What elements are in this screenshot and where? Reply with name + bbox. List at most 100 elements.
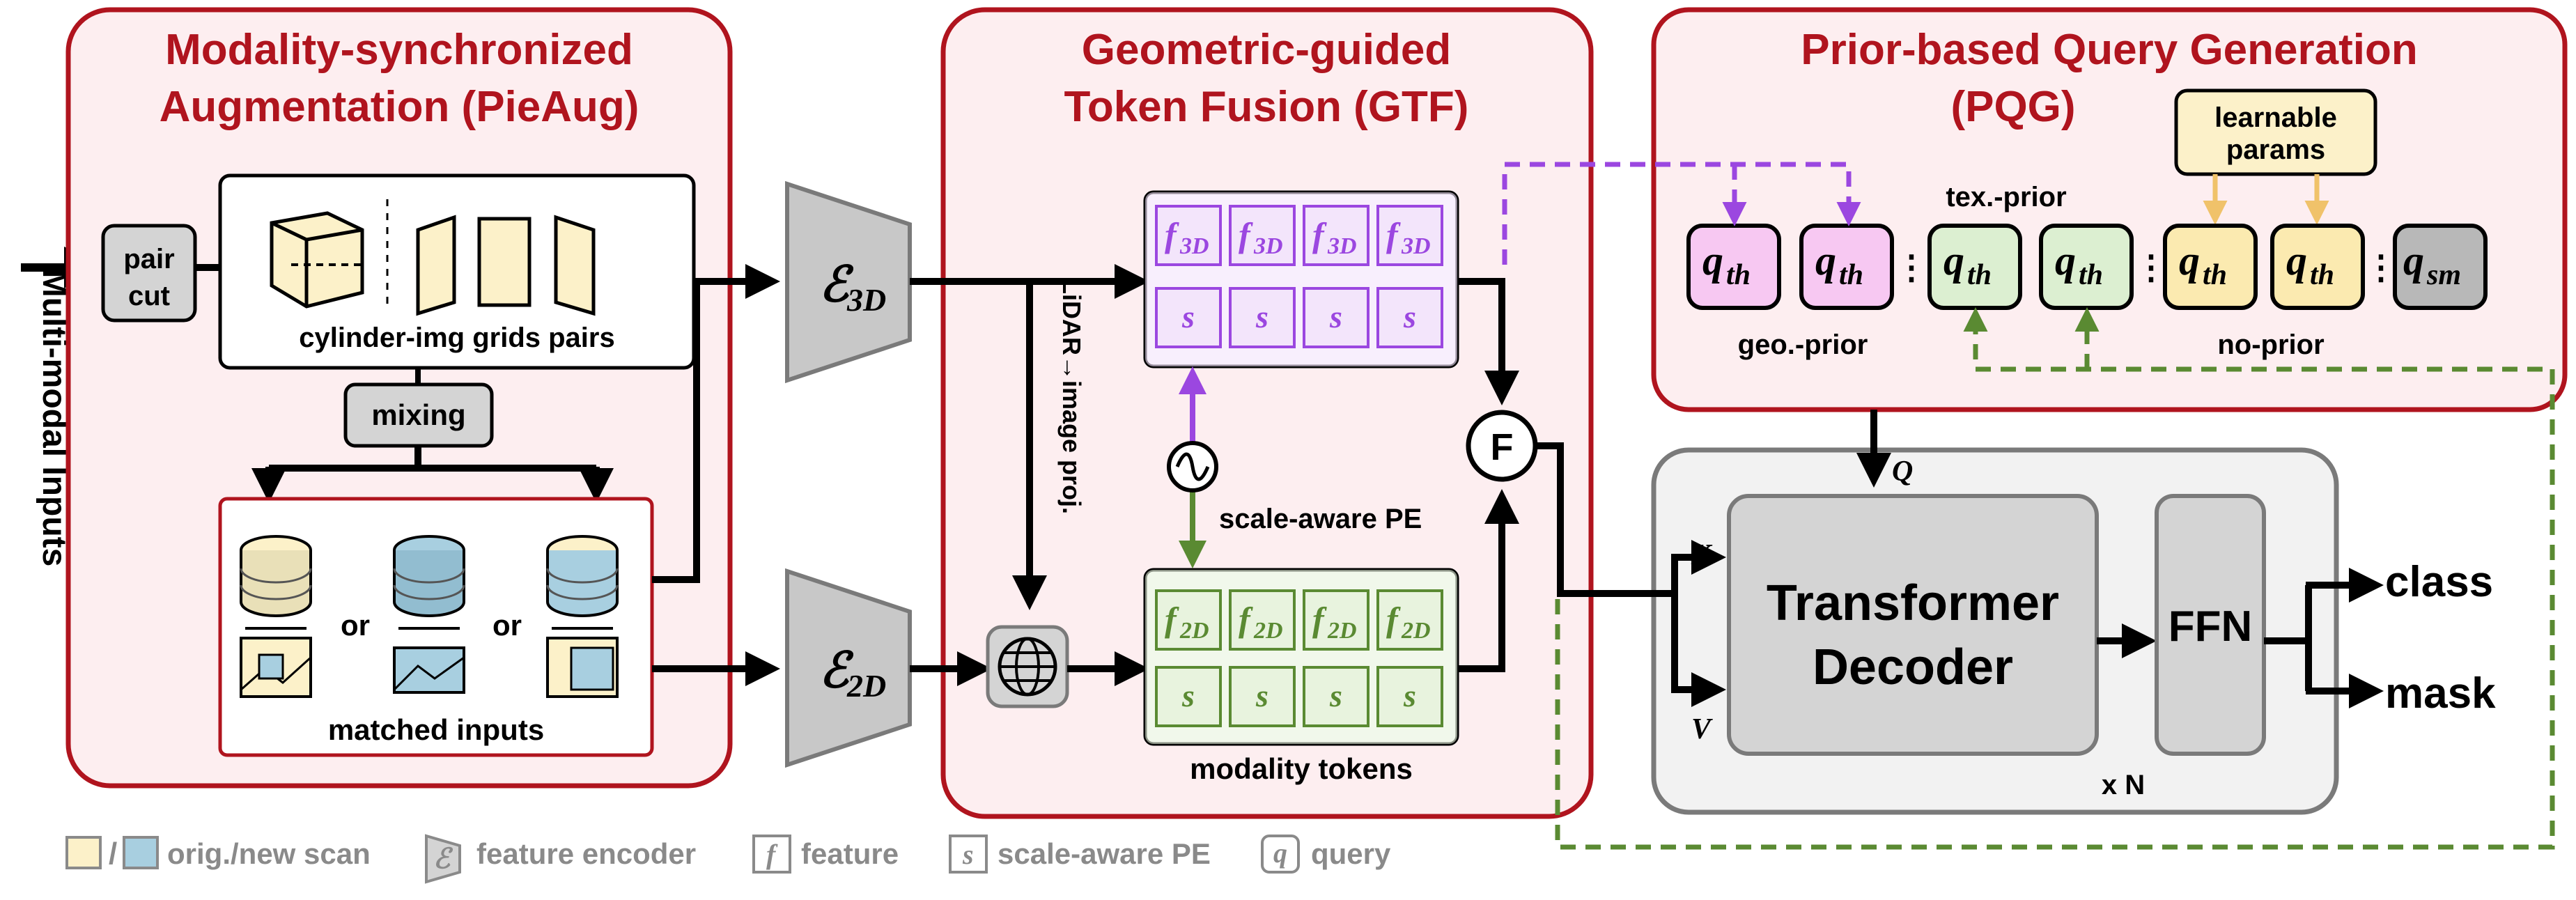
f3d-sub-4: 3D xyxy=(1401,233,1431,259)
legend-pe-glyph: s xyxy=(962,839,974,870)
pair-cut-label-2: cut xyxy=(128,281,170,311)
k-input-label: K xyxy=(1691,539,1713,571)
transformer-label: Transformer xyxy=(1767,575,2059,631)
class-output-label: class xyxy=(2385,558,2493,606)
q-geo-1: q xyxy=(1702,238,1723,284)
token-f3d-1 xyxy=(1155,205,1222,266)
f2d-text-4: f xyxy=(1386,600,1401,639)
f2d-sub-4: 2D xyxy=(1401,618,1431,644)
learnable-label-1: learnable xyxy=(2214,102,2337,133)
scale-aware-pe-label: scale-aware PE xyxy=(1219,504,1422,534)
q-input-label: Q xyxy=(1892,456,1913,488)
dots-1: ⋮ xyxy=(1895,249,1928,286)
pqg-title-line1: Prior-based Query Generation xyxy=(1801,26,2417,74)
sine-wave-icon xyxy=(1167,441,1218,492)
s3d-text-2: s xyxy=(1255,299,1268,334)
geo-prior-link xyxy=(1502,162,1861,265)
token-f3d-4 xyxy=(1376,205,1443,266)
cylinder-grid-icon xyxy=(270,211,364,309)
xn-label: x N xyxy=(2102,770,2145,800)
legend-feature-swatch xyxy=(752,835,791,874)
s2d-text-2: s xyxy=(1255,678,1268,713)
learnable-params-box xyxy=(2174,88,2377,176)
q-geo-2-sub: th xyxy=(1839,259,1863,291)
token-s2d-2 xyxy=(1229,666,1296,727)
pieaug-title-line1: Modality-synchronized xyxy=(165,26,633,74)
query-geo-2: q th xyxy=(1799,224,1894,310)
f3d-sub-2: 3D xyxy=(1253,233,1283,259)
f2d-sub-3: 2D xyxy=(1327,618,1357,644)
q-no-2-sub: th xyxy=(2310,259,2334,291)
f3d-text-3: f xyxy=(1312,215,1327,254)
token-s3d-2 xyxy=(1229,287,1296,348)
token-f2d-3 xyxy=(1303,589,1370,651)
arrow-to-e3d xyxy=(652,264,780,583)
query-no-1: q th xyxy=(2163,224,2258,310)
query-geo-1: q th xyxy=(1686,224,1781,310)
pieaug-title-line2: Augmentation (PieAug) xyxy=(160,83,639,131)
s3d-text-1: s xyxy=(1181,299,1195,334)
decoder-section: Q K V Transformer Decoder FFN x N xyxy=(1535,410,2384,815)
legend-query-glyph: q xyxy=(1273,837,1287,869)
token-s2d-1 xyxy=(1155,666,1222,727)
f2d-sub-1: 2D xyxy=(1179,618,1209,644)
legend-slash: / xyxy=(109,837,117,871)
kv-path xyxy=(1535,442,1726,597)
pqg-section: Prior-based Query Generation (PQG) learn… xyxy=(1651,7,2568,412)
gtf-section: Geometric-guided Token Fusion (GTF) LiDA… xyxy=(910,7,1594,819)
token-f3d-3 xyxy=(1303,205,1370,266)
legend-orig-swatch xyxy=(65,836,102,869)
token-s2d-3 xyxy=(1303,666,1370,727)
encoder-3d-sub: 3D xyxy=(846,282,886,318)
encoder-2d-sub: 2D xyxy=(846,668,886,704)
legend-new-swatch xyxy=(123,836,159,869)
q-geo-1-sub: th xyxy=(1726,259,1751,291)
lidar-proj-label: LiDAR→image proj. xyxy=(1057,279,1086,514)
f3d-sub-3: 3D xyxy=(1327,233,1357,259)
f3d-text-2: f xyxy=(1239,215,1253,254)
legend-scan-label: orig./new scan xyxy=(167,837,371,870)
or-label-2: or xyxy=(492,609,522,642)
encoder-3d: ℰ 3D xyxy=(785,180,912,384)
query-sm: q sm xyxy=(2393,224,2488,310)
query-tex-1: q th xyxy=(1927,224,2022,310)
token-f3d-2 xyxy=(1229,205,1296,266)
legend-feature-glyph: f xyxy=(766,839,778,870)
learnable-label-2: params xyxy=(2226,134,2325,165)
q-no-1-sub: th xyxy=(2203,259,2227,291)
pair-cut-label-1: pair xyxy=(123,244,174,274)
legend-pe-swatch xyxy=(949,835,988,874)
q-tex-2: q xyxy=(2055,238,2076,284)
ffn-block xyxy=(2155,494,2266,756)
fuse-label: F xyxy=(1491,426,1514,468)
globe-icon xyxy=(998,637,1057,697)
f3d-sub-1: 3D xyxy=(1179,233,1209,259)
legend: / orig./new scan ℰ feature encoder f fea… xyxy=(65,834,1391,884)
token-s3d-1 xyxy=(1155,287,1222,348)
encoder-2d-glyph: ℰ xyxy=(819,644,854,698)
token-f2d-4 xyxy=(1376,589,1443,651)
f3d-text-4: f xyxy=(1386,215,1401,254)
scan-cylinder-new xyxy=(393,535,465,694)
q-no-2: q xyxy=(2286,238,2307,284)
encoder-2d: ℰ 2D xyxy=(785,568,912,768)
s2d-text-3: s xyxy=(1329,678,1342,713)
decoder-label: Decoder xyxy=(1813,639,2013,695)
f2d-text-1: f xyxy=(1165,600,1179,639)
f2d-text-3: f xyxy=(1312,600,1327,639)
scan-cylinder-orig xyxy=(240,535,312,698)
f3d-text-1: f xyxy=(1165,215,1179,254)
scan-cylinder-mixed xyxy=(546,535,619,698)
legend-query-swatch xyxy=(1261,835,1300,874)
s3d-text-4: s xyxy=(1403,299,1416,334)
encoder-3d-glyph: ℰ xyxy=(819,258,854,312)
query-tex-2: q th xyxy=(2039,224,2134,310)
f2d-text-2: f xyxy=(1239,600,1253,639)
s2d-text-4: s xyxy=(1403,678,1416,713)
matched-inputs-label: matched inputs xyxy=(328,713,544,746)
q-tex-2-sub: th xyxy=(2079,259,2103,291)
s2d-text-1: s xyxy=(1181,678,1195,713)
q-sm: q xyxy=(2403,238,2424,284)
modality-tokens-label: modality tokens xyxy=(1190,752,1413,785)
